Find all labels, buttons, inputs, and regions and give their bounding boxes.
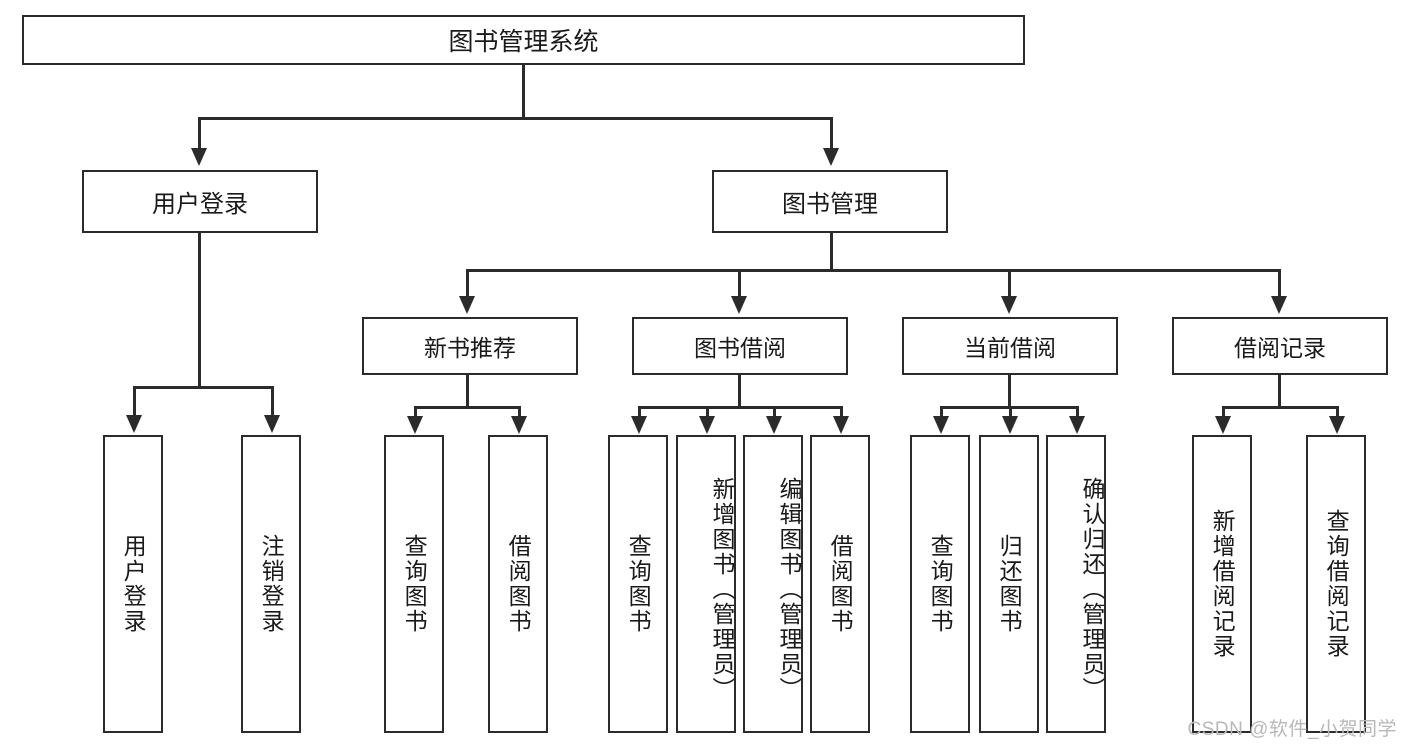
edge-new-book-stem [466, 375, 469, 406]
node-user-login[interactable]: 用户登录 [82, 170, 318, 233]
node-label: 确认归还（管理员） [1079, 476, 1105, 702]
node-label: 查询图书 [927, 534, 954, 634]
edge-root-stem [522, 65, 525, 117]
edge-borrow-record-to-leaf-1 [1222, 406, 1225, 418]
edge-book-mgmt-to-l3-1 [466, 269, 469, 297]
edge-user-login-bus [133, 386, 273, 389]
arrowhead-new-book-leaf-2 [511, 416, 527, 434]
edge-new-book-to-leaf-2 [518, 406, 521, 418]
node-label: 图书管理系统 [448, 28, 599, 56]
node-label: 查询图书 [625, 534, 652, 634]
leaf-new-book-borrow[interactable]: 借阅图书 [488, 435, 548, 733]
arrowhead-book-mgmt-l3-1 [459, 296, 475, 314]
edge-current-borrow-stem [1008, 375, 1011, 406]
arrowhead-borrow-record-leaf-2 [1329, 416, 1345, 434]
node-label: 查询图书 [401, 534, 428, 634]
node-label: 注销登录 [258, 534, 285, 634]
arrowhead-book-borrow-leaf-2 [699, 416, 715, 434]
edge-book-mgmt-stem [830, 233, 833, 269]
edge-current-borrow-to-leaf-3 [1076, 406, 1079, 418]
node-label: 当前借阅 [964, 335, 1056, 361]
edge-book-mgmt-bus [466, 269, 1280, 272]
arrowhead-current-borrow-leaf-2 [1002, 416, 1018, 434]
edge-borrow-record-to-leaf-2 [1336, 406, 1339, 418]
arrowhead-borrow-record-leaf-1 [1215, 416, 1231, 434]
edge-root-to-book-mgmt [830, 117, 833, 149]
arrowhead-book-borrow-leaf-1 [631, 416, 647, 434]
leaf-user-login-logout[interactable]: 注销登录 [241, 435, 301, 733]
leaf-user-login-login[interactable]: 用户登录 [103, 435, 163, 733]
leaf-current-borrow-query[interactable]: 查询图书 [910, 435, 970, 733]
edge-new-book-to-leaf-1 [414, 406, 417, 418]
arrowhead-book-mgmt-l3-4 [1271, 296, 1287, 314]
arrowhead-root-to-user-login [191, 148, 207, 166]
leaf-new-book-query[interactable]: 查询图书 [384, 435, 444, 733]
arrowhead-current-borrow-leaf-3 [1069, 416, 1085, 434]
node-label: 新增借阅记录 [1209, 509, 1236, 659]
leaf-book-borrow-edit-admin[interactable]: 编辑图书（管理员） [743, 435, 803, 733]
edge-book-mgmt-to-l3-4 [1278, 269, 1281, 297]
node-new-book-recommend[interactable]: 新书推荐 [362, 317, 578, 375]
edge-user-login-to-leaf-2 [271, 386, 274, 416]
node-label: 查询借阅记录 [1323, 509, 1350, 659]
leaf-book-borrow-borrow[interactable]: 借阅图书 [810, 435, 870, 733]
node-book-management[interactable]: 图书管理 [712, 170, 948, 233]
node-label: 用户登录 [152, 191, 248, 218]
watermark-text: CSDN @软件_小贺同学 [1187, 719, 1397, 740]
edge-book-borrow-to-leaf-1 [638, 406, 641, 418]
node-book-borrow[interactable]: 图书借阅 [632, 317, 848, 375]
leaf-book-borrow-add-admin[interactable]: 新增图书（管理员） [676, 435, 736, 733]
leaf-borrow-record-query[interactable]: 查询借阅记录 [1306, 435, 1366, 733]
leaf-current-borrow-confirm-admin[interactable]: 确认归还（管理员） [1046, 435, 1106, 733]
edge-book-borrow-to-leaf-2 [706, 406, 709, 418]
arrowhead-root-to-book-mgmt [823, 148, 839, 166]
edge-book-borrow-to-leaf-4 [840, 406, 843, 418]
edge-current-borrow-to-leaf-2 [1009, 406, 1012, 418]
node-label: 用户登录 [120, 534, 147, 634]
arrowhead-new-book-leaf-1 [407, 416, 423, 434]
node-label: 编辑图书（管理员） [776, 476, 802, 702]
leaf-book-borrow-query[interactable]: 查询图书 [608, 435, 668, 733]
leaf-current-borrow-return[interactable]: 归还图书 [979, 435, 1039, 733]
edge-book-mgmt-to-l3-2 [738, 269, 741, 297]
arrowhead-book-borrow-leaf-4 [833, 416, 849, 434]
edge-borrow-record-stem [1278, 375, 1281, 406]
node-label: 图书管理 [782, 191, 878, 218]
edge-new-book-bus [414, 406, 520, 409]
node-label: 借阅图书 [827, 534, 854, 634]
edge-book-borrow-stem [738, 375, 741, 406]
node-borrow-record[interactable]: 借阅记录 [1172, 317, 1388, 375]
edge-current-borrow-to-leaf-1 [940, 406, 943, 418]
node-label: 归还图书 [996, 534, 1023, 634]
arrowhead-book-borrow-leaf-3 [766, 416, 782, 434]
node-current-borrow[interactable]: 当前借阅 [902, 317, 1118, 375]
edge-root-bus [198, 117, 832, 120]
arrowhead-book-mgmt-l3-3 [1001, 296, 1017, 314]
arrowhead-book-mgmt-l3-2 [731, 296, 747, 314]
edge-root-to-user-login [198, 117, 201, 149]
node-label: 图书借阅 [694, 335, 786, 361]
node-label: 新书推荐 [424, 335, 516, 361]
edge-user-login-stem [198, 233, 201, 386]
edge-book-mgmt-to-l3-3 [1008, 269, 1011, 297]
edge-borrow-record-bus [1222, 406, 1338, 409]
leaf-borrow-record-add[interactable]: 新增借阅记录 [1192, 435, 1252, 733]
node-root-system[interactable]: 图书管理系统 [22, 15, 1025, 65]
edge-book-borrow-to-leaf-3 [773, 406, 776, 418]
node-label: 借阅记录 [1234, 335, 1326, 361]
arrowhead-user-login-leaf-2 [264, 415, 280, 433]
node-label: 新增图书（管理员） [709, 476, 735, 702]
arrowhead-current-borrow-leaf-1 [933, 416, 949, 434]
edge-user-login-to-leaf-1 [133, 386, 136, 416]
arrowhead-user-login-leaf-1 [126, 415, 142, 433]
edge-book-borrow-bus [638, 406, 842, 409]
node-label: 借阅图书 [505, 534, 532, 634]
